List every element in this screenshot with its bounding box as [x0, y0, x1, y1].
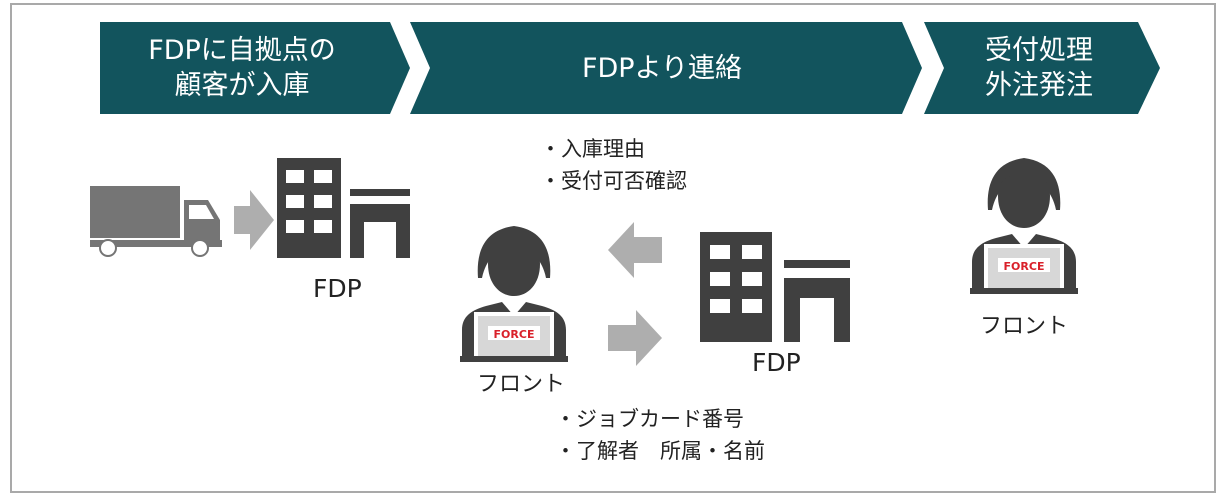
- banner-step-3: 受付処理 外注発注: [924, 22, 1160, 114]
- banner-step-3-line-2: 外注発注: [985, 70, 1093, 101]
- truck-icon: [90, 186, 222, 257]
- middle-building-label: FDP: [752, 348, 801, 377]
- building-icon: [700, 232, 850, 342]
- note-top-1: ・入庫理由: [540, 137, 645, 161]
- banner-step-3-line-1: 受付処理: [985, 35, 1093, 66]
- banner-step-1: FDPに自拠点の 顧客が入庫: [100, 22, 410, 114]
- note-bottom-1: ・ジョブカード番号: [555, 407, 744, 431]
- left-building-label: FDP: [313, 274, 362, 303]
- middle-operator-label: フロント: [477, 372, 566, 397]
- arrow-left-icon: [608, 222, 662, 278]
- laptop-logo: FORCE: [1004, 260, 1045, 273]
- banner-step-1-line-1: FDPに自拠点の: [148, 35, 336, 66]
- laptop-logo: FORCE: [494, 328, 535, 341]
- banner-step-1-line-2: 顧客が入庫: [174, 70, 310, 101]
- banner-step-2: FDPより連絡: [410, 22, 922, 114]
- arrow-right-icon: [234, 190, 274, 250]
- operator-icon: FORCE: [970, 158, 1078, 294]
- banner-step-2-line-1: FDPより連絡: [581, 52, 743, 84]
- arrow-right-icon: [608, 310, 662, 366]
- note-bottom-2: ・了解者 所属・名前: [555, 439, 765, 463]
- operator-icon: FORCE: [460, 226, 568, 362]
- note-top-2: ・受付可否確認: [540, 169, 687, 193]
- building-icon: [277, 158, 410, 258]
- right-operator-label: フロント: [980, 314, 1069, 339]
